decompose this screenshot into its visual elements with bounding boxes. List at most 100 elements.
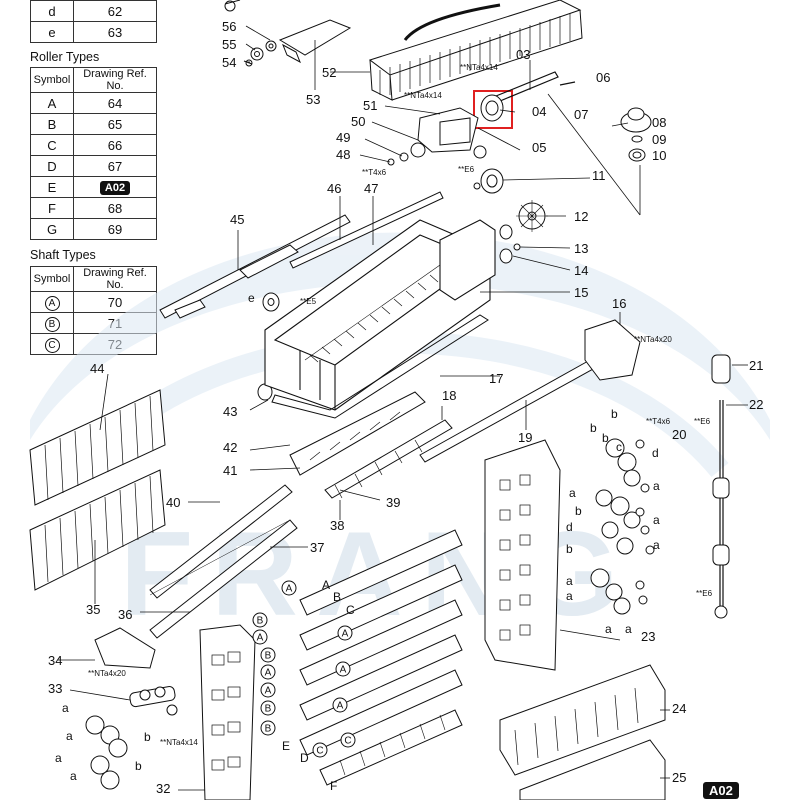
part-shafts bbox=[495, 71, 724, 610]
table-row: C 66 bbox=[30, 134, 157, 156]
circled-letter: B bbox=[260, 647, 276, 663]
circled-letter: A bbox=[252, 629, 268, 645]
part-leader-lines-right bbox=[547, 93, 641, 216]
part-plates-right bbox=[419, 319, 641, 463]
circled-letter: A bbox=[335, 661, 351, 677]
ref-label: 47 bbox=[364, 181, 378, 196]
circled-letter: A bbox=[260, 682, 276, 698]
top-partial-table: d 62 e 63 bbox=[30, 0, 157, 43]
circled-symbol: B bbox=[44, 316, 60, 332]
circled-shaft-symbols: A B A A B A A A A B B C C bbox=[252, 580, 356, 758]
table-cell-ref: A02 bbox=[73, 176, 157, 198]
ref-label: 23 bbox=[641, 629, 655, 644]
ref-label: 06 bbox=[596, 70, 610, 85]
table-cell-ref: 69 bbox=[73, 218, 157, 240]
table-row: A 64 bbox=[30, 92, 157, 114]
circled-letter: A bbox=[332, 697, 348, 713]
ref-label: 19 bbox=[518, 430, 532, 445]
screw-note: **E5 bbox=[300, 297, 317, 306]
table-cell-symbol: G bbox=[30, 218, 74, 240]
table-row: B 65 bbox=[30, 113, 157, 135]
circled-letter: B bbox=[260, 720, 276, 736]
part-bracket-34-and-gears-33 bbox=[85, 627, 178, 790]
letter-callout: e bbox=[248, 291, 255, 305]
letter-callout: a bbox=[55, 751, 62, 765]
ref-label: 32 bbox=[156, 781, 170, 796]
circled-letter-text: A bbox=[257, 633, 264, 644]
ref-label: 22 bbox=[749, 397, 763, 412]
letter-callout: a bbox=[653, 538, 660, 552]
ref-label: 46 bbox=[327, 181, 341, 196]
circled-letter: C bbox=[340, 732, 356, 748]
ref-label: 48 bbox=[336, 147, 350, 162]
ref-label: 07 bbox=[574, 107, 588, 122]
ref-label: 10 bbox=[652, 148, 666, 163]
ref-label: 54 bbox=[222, 55, 236, 70]
circled-letter: A bbox=[260, 664, 276, 680]
letter-callout: b bbox=[566, 542, 573, 556]
roller-letter: A bbox=[322, 578, 330, 592]
letter-callout: a bbox=[566, 589, 573, 603]
letter-callout: a bbox=[653, 479, 660, 493]
ref-label: 33 bbox=[48, 681, 62, 696]
letter-callout: a bbox=[70, 769, 77, 783]
screw-note: **E6 bbox=[696, 589, 713, 598]
ref-label: 20 bbox=[672, 427, 686, 442]
letter-callout: a bbox=[66, 729, 73, 743]
circled-letter: C bbox=[312, 742, 328, 758]
ref-label: 36 bbox=[118, 607, 132, 622]
ref-label: 18 bbox=[442, 388, 456, 403]
part-side-frame-right bbox=[484, 439, 561, 671]
part-rollers-41-42 bbox=[289, 391, 453, 499]
circled-letter-text: A bbox=[337, 701, 344, 712]
table-row: e 63 bbox=[30, 21, 157, 43]
roller-letter: E bbox=[282, 739, 290, 753]
screw-note: **E6 bbox=[694, 417, 711, 426]
ref-label: 16 bbox=[612, 296, 626, 311]
part-rails-top bbox=[159, 191, 444, 319]
ref-label: 09 bbox=[652, 132, 666, 147]
ref-label: 49 bbox=[336, 130, 350, 145]
part-side-frame-left bbox=[199, 624, 256, 800]
letter-callout: a bbox=[569, 486, 576, 500]
ref-label: 50 bbox=[351, 114, 365, 129]
part-racks-24-25 bbox=[499, 664, 666, 800]
roller-letters: A B C E D F bbox=[282, 578, 355, 793]
part-base-plate bbox=[271, 314, 489, 419]
ref-label: 53 bbox=[306, 92, 320, 107]
circled-letter-text: A bbox=[342, 629, 349, 640]
table-header-row: Symbol Drawing Ref. No. bbox=[30, 266, 157, 292]
ref-label: 55 bbox=[222, 37, 236, 52]
ref-label: 21 bbox=[749, 358, 763, 373]
header-symbol: Symbol bbox=[30, 266, 74, 292]
ref-label: 45 bbox=[230, 212, 244, 227]
highlight-box bbox=[473, 90, 513, 129]
roller-letter: F bbox=[330, 779, 337, 793]
circled-letter: A bbox=[337, 625, 353, 641]
roller-types-title: Roller Types bbox=[30, 50, 100, 64]
ref-label: 15 bbox=[574, 285, 588, 300]
roller-types-table: Symbol Drawing Ref. No. A 64 B 65 C 66 D… bbox=[30, 67, 157, 240]
ref-labels: 03 04 05 06 07 08 09 10 11 12 13 14 15 1… bbox=[48, 19, 763, 796]
ref-label: 39 bbox=[386, 495, 400, 510]
circled-symbol: C bbox=[44, 337, 60, 353]
part-shaft-22-rollers bbox=[711, 354, 731, 619]
part-racks-36-37-40 bbox=[149, 484, 298, 639]
circled-letter: A bbox=[281, 580, 297, 596]
circled-letter: B bbox=[260, 700, 276, 716]
ref-label: 14 bbox=[574, 263, 588, 278]
circled-letter-text: B bbox=[265, 704, 272, 715]
letter-callout: d bbox=[652, 446, 659, 460]
letter-callout: a bbox=[605, 622, 612, 636]
circled-letter-text: A bbox=[265, 686, 272, 697]
ref-label: 17 bbox=[489, 371, 503, 386]
ref-label: 52 bbox=[322, 65, 336, 80]
circled-symbol: A bbox=[44, 295, 60, 311]
ref-label: 25 bbox=[672, 770, 686, 785]
table-row: d 62 bbox=[30, 0, 157, 22]
letter-callout: b bbox=[602, 431, 609, 445]
part-top-rack bbox=[278, 0, 583, 101]
screw-note: **NTa4x14 bbox=[404, 91, 442, 100]
letter-callouts: e c d b b b a a b a d a b a a a a a b a … bbox=[55, 291, 660, 783]
